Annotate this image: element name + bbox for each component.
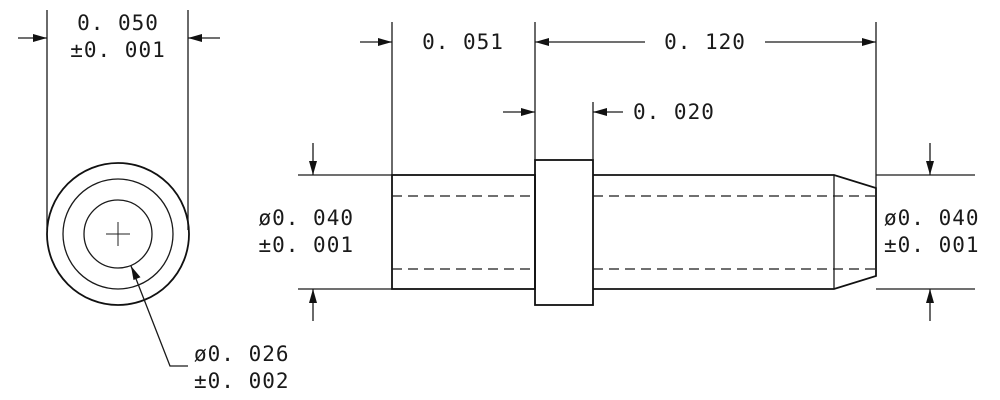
end-view-width-value: 0. 050: [77, 11, 159, 35]
dim-020-label: 0. 020: [633, 100, 715, 124]
bore-leader-arrow: [131, 266, 141, 280]
dim-051-arrow-left: [378, 38, 392, 46]
left-body: [391, 174, 536, 290]
end-view-outer-circle: [46, 162, 190, 306]
right-dia-arrow-top: [926, 161, 934, 175]
right-diameter-label: ø0. 040: [884, 206, 980, 230]
left-diameter-tolerance: ±0. 001: [258, 233, 354, 257]
right-diameter-tolerance: ±0. 001: [884, 233, 980, 257]
end-view-width-tolerance: ±0. 001: [70, 38, 166, 62]
dim-120-label: 0. 120: [664, 30, 746, 54]
left-dia-arrow-bottom: [309, 289, 317, 303]
bore-diameter-label: ø0. 026: [194, 342, 290, 366]
dim-020-arrow-right: [593, 108, 607, 116]
end-view-arrow-left: [33, 34, 47, 42]
right-body: [593, 174, 877, 290]
left-diameter-label: ø0. 040: [258, 206, 354, 230]
end-view-arrow-right: [188, 34, 202, 42]
side-view: 0. 051 0. 120 0. 020 ø0. 040 ±0. 001 ø0.…: [258, 22, 979, 321]
end-view-middle-circle: [62, 178, 174, 290]
end-view-bore-circle: [83, 199, 153, 269]
dim-020-arrow-left: [521, 108, 535, 116]
bore-tolerance-label: ±0. 002: [194, 369, 290, 393]
dim-120-arrow-right: [862, 38, 876, 46]
left-dia-arrow-top: [309, 161, 317, 175]
collar: [534, 159, 594, 306]
dim-051-label: 0. 051: [422, 30, 504, 54]
end-view: 0. 050 ±0. 001 ø0. 026 ±0. 002: [18, 10, 290, 393]
right-dia-arrow-bottom: [926, 289, 934, 303]
bore-leader-line: [130, 265, 188, 367]
